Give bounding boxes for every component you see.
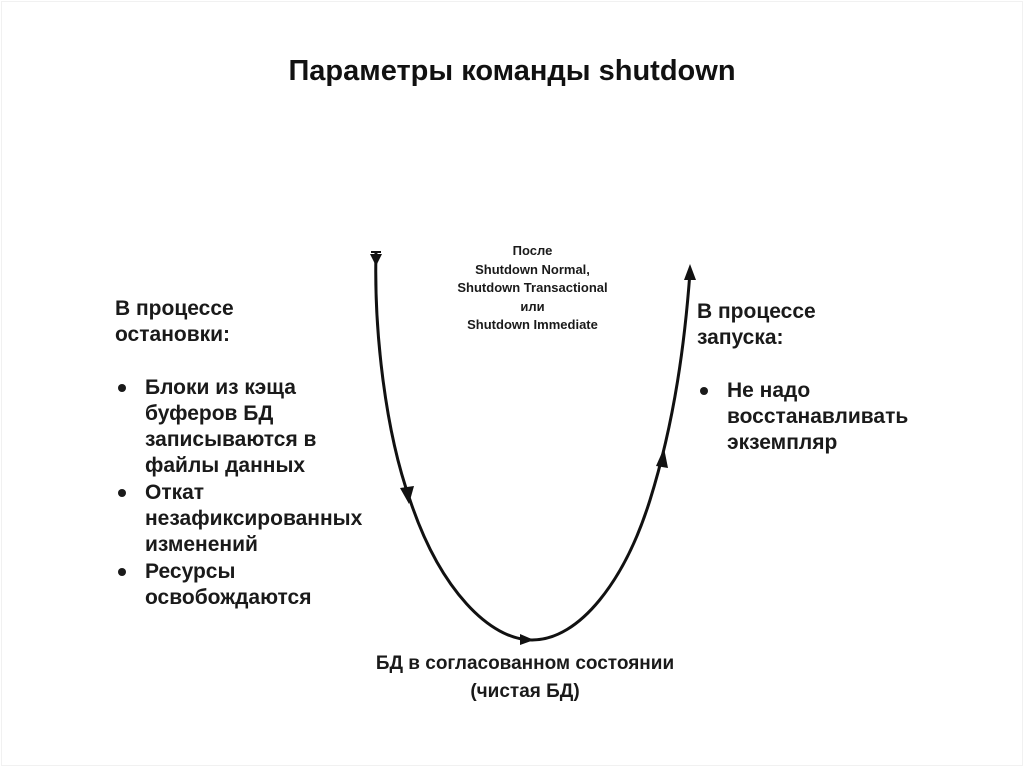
consistent-db-label: БД в согласованном состоянии (чистая БД)	[300, 650, 750, 706]
list-item: Не надо восстанавливать экземпляр	[697, 378, 967, 456]
heading-line: запуска:	[697, 326, 784, 349]
bottom-label-line: БД в согласованном состоянии	[375, 653, 675, 674]
shutdown-modes-label: После Shutdown Normal, Shutdown Transact…	[400, 242, 665, 335]
shutdown-process-heading: В процессе остановки:	[115, 296, 415, 348]
shutdown-process-block: В процессе остановки: Блоки из кэща буфе…	[115, 296, 415, 612]
arrow-down-mid-left-icon	[400, 486, 414, 504]
arrow-down-top-left-icon	[370, 251, 382, 266]
center-label-line: Shutdown Normal,	[475, 261, 590, 277]
list-item: Блоки из кэща буферов БД записываются в …	[115, 375, 375, 479]
slide-title: Параметры команды shutdown	[288, 55, 736, 87]
heading-line: остановки:	[115, 323, 231, 346]
startup-process-heading: В процессе запуска:	[697, 299, 967, 351]
arrow-up-mid-right-icon	[656, 448, 668, 468]
arrow-up-top-right-icon	[684, 264, 696, 280]
list-item: Ресурсы освобождаются	[115, 559, 375, 611]
center-label-line: Shutdown Transactional	[457, 280, 608, 295]
arrow-right-bottom-icon	[520, 634, 534, 645]
center-label-line: Shutdown Immediate	[467, 317, 598, 332]
center-label-line: или	[520, 298, 545, 314]
shutdown-steps-list: Блоки из кэща буферов БД записываются в …	[115, 375, 415, 611]
startup-steps-list: Не надо восстанавливать экземпляр	[697, 378, 967, 456]
bottom-label-line: (чистая БД)	[470, 681, 580, 702]
heading-line: В процессе	[115, 297, 234, 320]
list-item: Откат незафиксированных изменений	[115, 480, 415, 558]
startup-process-block: В процессе запуска: Не надо восстанавлив…	[697, 299, 967, 457]
heading-line: В процессе	[697, 300, 816, 323]
center-label-line: После	[512, 243, 553, 258]
